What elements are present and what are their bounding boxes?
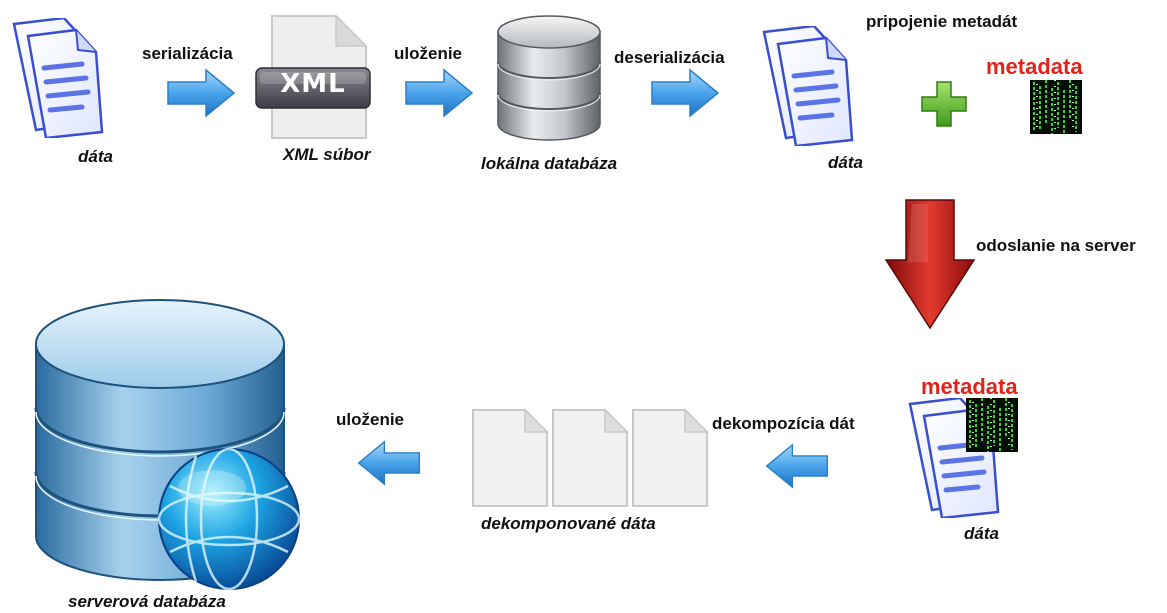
store-label-top: uloženie — [394, 44, 463, 63]
server-database-caption: serverová databáza — [68, 592, 226, 611]
xml-file-caption: XML súbor — [283, 145, 371, 164]
xml-badge-text: XML — [280, 69, 346, 99]
store-label-bottom: uloženie — [336, 410, 405, 429]
plus-icon — [921, 81, 967, 127]
metadata-label-top: metadata — [986, 54, 1083, 79]
decompose-arrow — [764, 443, 830, 489]
decomposed-page-3 — [631, 408, 709, 508]
deserialized-data-caption: dáta — [828, 153, 863, 172]
local-database-icon — [497, 15, 601, 141]
source-data-caption: dáta — [78, 147, 113, 166]
globe-icon — [157, 447, 301, 591]
decomposed-data-caption: dekomponované dáta — [481, 514, 656, 533]
decompose-label: dekompozícia dát — [712, 414, 855, 433]
metadata-matrix-icon-bottom — [966, 398, 1018, 452]
source-data-icon — [6, 18, 106, 138]
xml-file-icon — [255, 14, 371, 139]
decomposed-page-1 — [471, 408, 549, 508]
attach-metadata-label: pripojenie metadát — [866, 12, 1018, 31]
send-to-server-arrow — [884, 199, 976, 330]
metadata-matrix-icon-top — [1030, 80, 1082, 134]
server-data-caption: dáta — [964, 524, 999, 543]
deserialize-arrow — [650, 68, 720, 118]
send-to-server-label: odoslanie na server — [976, 236, 1136, 255]
store-arrow-top — [404, 68, 474, 118]
serialize-label: serializácia — [142, 44, 233, 63]
decomposed-page-2 — [551, 408, 629, 508]
local-database-caption: lokálna databáza — [481, 154, 618, 173]
deserialized-data-icon — [756, 26, 856, 146]
deserialize-label: deserializácia — [614, 48, 725, 67]
serialize-arrow — [166, 68, 236, 118]
store-arrow-bottom — [356, 440, 422, 486]
metadata-label-bottom: metadata — [921, 374, 1018, 399]
